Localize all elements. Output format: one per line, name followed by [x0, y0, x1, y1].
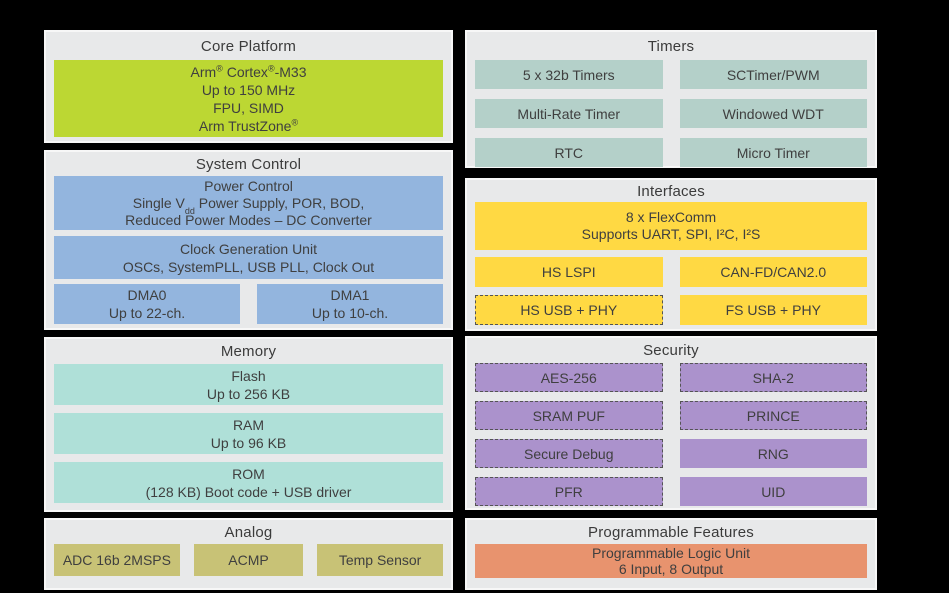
block-flexcomm: 8 x FlexComm Supports UART, SPI, I²C, I²…: [475, 202, 867, 250]
dma0-channels: Up to 22-ch.: [108, 305, 186, 321]
interfaces-title: Interfaces: [637, 182, 705, 200]
flexcomm-protocols: Supports UART, SPI, I²C, I²S: [581, 226, 761, 242]
rom-name: ROM: [232, 465, 265, 482]
block-hs-lspi: HS LSPI: [475, 257, 663, 287]
block-rom: ROM (128 KB) Boot code + USB driver: [54, 462, 443, 503]
registered-mark: ®: [291, 116, 299, 127]
block-uid: UID: [679, 477, 867, 506]
ram-name: RAM: [232, 416, 265, 433]
flash-name: Flash: [231, 367, 266, 384]
timers-title: Timers: [647, 37, 695, 55]
panel-security: Security AES-256 SHA-2 SRAM PUF PRINCE S…: [465, 336, 877, 510]
registered-mark: ®: [216, 62, 223, 73]
dma1-name: DMA1: [330, 287, 370, 303]
plu-name: Programmable Logic Unit: [592, 545, 750, 561]
block-micro-timer: Micro Timer: [679, 138, 867, 167]
panel-programmable-features: Programmable Features Programmable Logic…: [465, 518, 877, 590]
panel-interfaces: Interfaces 8 x FlexComm Supports UART, S…: [465, 178, 877, 331]
block-ram: RAM Up to 96 KB: [54, 413, 443, 454]
block-rng: RNG: [679, 439, 867, 468]
block-fs-usb-phy: FS USB + PHY: [679, 295, 867, 325]
block-cortex-m33: Arm® Cortex®-M33 Up to 150 MHz FPU, SIMD…: [54, 60, 443, 137]
system-control-title: System Control: [195, 155, 302, 173]
block-dma1: DMA1 Up to 10-ch.: [257, 284, 443, 324]
block-clock-generation: Clock Generation Unit OSCs, SystemPLL, U…: [54, 236, 443, 279]
block-flash: Flash Up to 256 KB: [54, 364, 443, 405]
block-sctimer-pwm: SCTimer/PWM: [679, 60, 867, 89]
power-line-2: Single Vdd Power Supply, POR, BOD,: [132, 194, 365, 217]
block-sha-2: SHA-2: [679, 363, 867, 392]
analog-title: Analog: [224, 523, 273, 541]
panel-timers: Timers 5 x 32b Timers SCTimer/PWM Multi-…: [465, 30, 877, 168]
rom-description: (128 KB) Boot code + USB driver: [145, 483, 352, 500]
panel-memory: Memory Flash Up to 256 KB RAM Up to 96 K…: [44, 337, 453, 512]
block-dma0: DMA0 Up to 22-ch.: [54, 284, 240, 324]
vdd-subscript: dd: [184, 206, 195, 217]
dma0-name: DMA0: [127, 287, 167, 303]
panel-core-platform: Core Platform Arm® Cortex®-M33 Up to 150…: [44, 30, 453, 143]
block-sram-puf: SRAM PUF: [475, 401, 663, 430]
block-adc: ADC 16b 2MSPS: [54, 544, 180, 576]
flexcomm-name: 8 x FlexComm: [625, 209, 717, 225]
cpu-line-4: Arm TrustZone®: [198, 116, 299, 134]
security-title: Security: [643, 342, 699, 359]
programmable-features-title: Programmable Features: [588, 523, 754, 541]
plu-io: 6 Input, 8 Output: [618, 561, 724, 577]
cpu-line-2: Up to 150 MHz: [201, 81, 296, 98]
power-line-3: Reduced Power Modes – DC Converter: [125, 211, 372, 228]
dma1-channels: Up to 10-ch.: [311, 305, 389, 321]
block-multi-rate-timer: Multi-Rate Timer: [475, 99, 663, 128]
block-pfr: PFR: [475, 477, 663, 506]
panel-system-control: System Control Power Control Single Vdd …: [44, 150, 453, 330]
memory-title: Memory: [220, 343, 277, 360]
panel-analog: Analog ADC 16b 2MSPS ACMP Temp Sensor: [44, 518, 453, 590]
block-32b-timers: 5 x 32b Timers: [475, 60, 663, 89]
block-aes-256: AES-256: [475, 363, 663, 392]
block-prince: PRINCE: [679, 401, 867, 430]
block-windowed-wdt: Windowed WDT: [679, 99, 867, 128]
block-acmp: ACMP: [193, 544, 304, 576]
block-power-control: Power Control Single Vdd Power Supply, P…: [54, 176, 443, 230]
block-programmable-logic-unit: Programmable Logic Unit 6 Input, 8 Outpu…: [475, 544, 867, 578]
cpu-line-3: FPU, SIMD: [213, 99, 284, 116]
ram-size: Up to 96 KB: [210, 434, 287, 451]
clock-line-2: OSCs, SystemPLL, USB PLL, Clock Out: [122, 258, 375, 275]
clock-line-1: Clock Generation Unit: [180, 240, 317, 257]
power-line-1: Power Control: [204, 177, 293, 194]
cpu-line-1: Arm® Cortex®-M33: [190, 62, 307, 80]
block-secure-debug: Secure Debug: [475, 439, 663, 468]
flash-size: Up to 256 KB: [206, 385, 291, 402]
block-rtc: RTC: [475, 138, 663, 167]
block-can-fd: CAN-FD/CAN2.0: [679, 257, 867, 287]
block-hs-usb-phy: HS USB + PHY: [475, 295, 663, 325]
block-temp-sensor: Temp Sensor: [317, 544, 443, 576]
core-platform-title: Core Platform: [200, 37, 297, 55]
registered-mark: ®: [267, 62, 275, 73]
